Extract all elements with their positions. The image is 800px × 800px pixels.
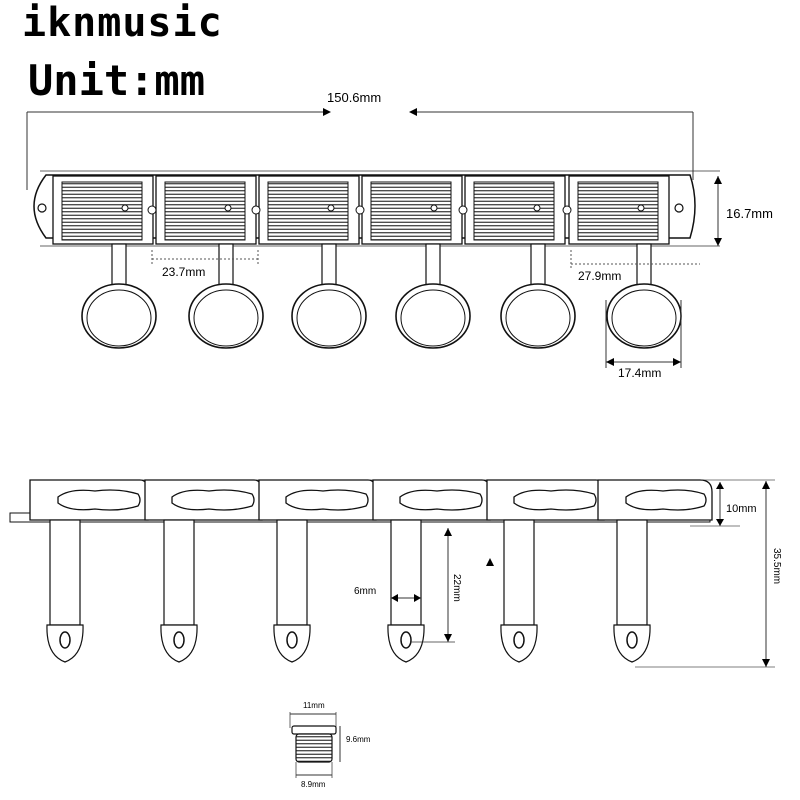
side-tuner-1 (29, 479, 149, 663)
side-tuner-5 (486, 479, 605, 663)
side-tuner-4 (372, 479, 491, 663)
connector-dot (355, 205, 365, 215)
center-marker (486, 558, 494, 566)
knob-6 (606, 243, 682, 349)
post-diameter-arrow-left (391, 594, 398, 602)
connector-dot (251, 205, 261, 215)
side-tuner-2 (144, 479, 263, 663)
total-height-arrow-top (762, 481, 770, 489)
side-height-arrow-top (716, 482, 724, 489)
knob-5 (500, 243, 576, 349)
plate-height-arrow-top (714, 176, 722, 184)
plate-height-label: 16.7mm (726, 206, 773, 221)
top-view: 150.6mm (26, 90, 773, 380)
housing-6 (568, 175, 670, 245)
connector-dot (147, 205, 157, 215)
side-tuner-3 (258, 479, 377, 663)
bushing-top-label: 11mm (303, 701, 325, 710)
knob-2 (188, 243, 264, 349)
bushing-bottom-label: 8.9mm (301, 780, 326, 789)
bushing-detail: 11mm 9.6mm 8.9mm (289, 701, 371, 789)
mount-hole-left (37, 203, 47, 213)
total-width-label: 150.6mm (327, 90, 381, 105)
spacing-left-label: 23.7mm (162, 265, 205, 279)
post-length-label: 22mm (451, 574, 462, 602)
button-width-arrow-left (606, 358, 614, 366)
post-length-arrow-bottom (444, 634, 452, 642)
housing-3 (258, 175, 360, 245)
bushing-flange (291, 725, 337, 735)
spacing-right-label: 27.9mm (578, 269, 621, 283)
side-height-label: 10mm (726, 503, 757, 515)
button-width-arrow-right (673, 358, 681, 366)
housing-1 (52, 175, 154, 245)
brand-title: iknmusic (22, 0, 223, 46)
post-diameter-arrow-right (414, 594, 421, 602)
knob-4 (395, 243, 471, 349)
bushing-height-label: 9.6mm (346, 735, 371, 744)
unit-label: Unit:mm (28, 56, 206, 105)
side-view: 10mm 35.5mm 22mm 6mm (9, 479, 782, 668)
knob-1 (81, 243, 157, 349)
knob-3 (291, 243, 367, 349)
connector-dot (458, 205, 468, 215)
post-diameter-label: 6mm (354, 586, 376, 597)
total-height-label: 35.5mm (771, 548, 782, 584)
housing-5 (464, 175, 566, 245)
post-length-arrow-top (444, 528, 452, 536)
mount-hole-right (674, 203, 684, 213)
total-height-arrow-bottom (762, 659, 770, 667)
plate-height-arrow-bottom (714, 238, 722, 246)
bushing-body (295, 733, 333, 763)
housing-2 (155, 175, 257, 245)
connector-dot (562, 205, 572, 215)
side-height-arrow-bottom (716, 519, 724, 526)
housing-4 (361, 175, 463, 245)
side-tuner-6 (597, 479, 713, 663)
button-width-label: 17.4mm (618, 366, 661, 380)
